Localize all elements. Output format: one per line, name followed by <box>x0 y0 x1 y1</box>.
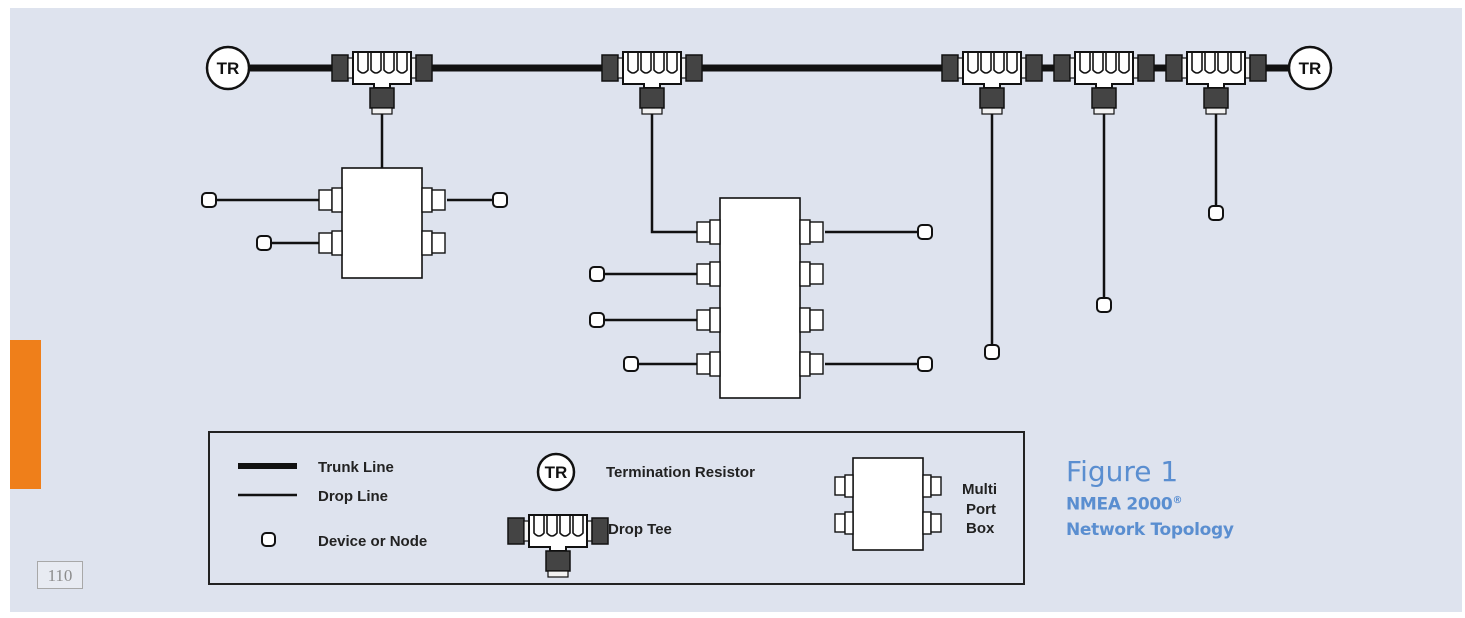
device-node-icon <box>261 532 276 547</box>
termination-resistor-right: TR <box>1287 45 1333 91</box>
device-node-icon <box>623 356 639 372</box>
drop-tee-icon <box>1053 51 1155 115</box>
multi-port-box <box>215 167 493 279</box>
figure-subtitle-line2: Network Topology <box>1066 519 1234 540</box>
device-node-icon <box>917 356 933 372</box>
figure-title: Figure 1 <box>1066 455 1179 488</box>
registered-mark: ® <box>1172 495 1183 506</box>
terminator-label: TR <box>217 59 240 78</box>
drop-tee-icon <box>601 51 703 115</box>
device-node-icon <box>1208 205 1224 221</box>
device-node-icon <box>201 192 217 208</box>
terminator-label: TR <box>1299 59 1322 78</box>
figure-caption: Figure 1 NMEA 2000® Network Topology <box>1066 456 1234 543</box>
drop-tee-icon <box>1165 51 1267 115</box>
device-node-icon <box>492 192 508 208</box>
drop-line <box>650 112 703 234</box>
device-node-icon <box>589 266 605 282</box>
legend-multiport-label: Box <box>966 520 995 537</box>
device-node-icon <box>917 224 933 240</box>
terminator-label: TR <box>545 463 568 482</box>
device-node-icon <box>984 344 1000 360</box>
legend-device-label: Device or Node <box>318 533 427 550</box>
termination-resistor-icon: TR <box>536 452 576 492</box>
legend-multiport-label: Port <box>966 501 996 518</box>
legend-drop-line-label: Drop Line <box>318 488 388 505</box>
legend-trunk-line-label: Trunk Line <box>318 459 394 476</box>
figure-subtitle-text: NMEA 2000 <box>1066 494 1173 515</box>
drop-tee-icon <box>941 51 1043 115</box>
figure-subtitle: NMEA 2000® <box>1066 488 1234 518</box>
multi-port-box <box>603 197 918 399</box>
multi-port-box-icon <box>834 457 942 551</box>
legend-drop-tee-label: Drop Tee <box>608 521 672 538</box>
legend: Trunk Line Drop Line Device or Node TR T… <box>208 431 1025 585</box>
drop-tee-icon <box>507 514 609 578</box>
legend-multiport-label: Multi <box>962 481 997 498</box>
drop-tee-icon <box>331 51 433 115</box>
legend-terminator-label: Termination Resistor <box>606 464 755 481</box>
device-node-icon <box>589 312 605 328</box>
device-node-icon <box>256 235 272 251</box>
device-node-icon <box>1096 297 1112 313</box>
termination-resistor-left: TR <box>205 45 251 91</box>
section-tab <box>10 340 41 489</box>
page-number: 110 <box>37 561 83 589</box>
